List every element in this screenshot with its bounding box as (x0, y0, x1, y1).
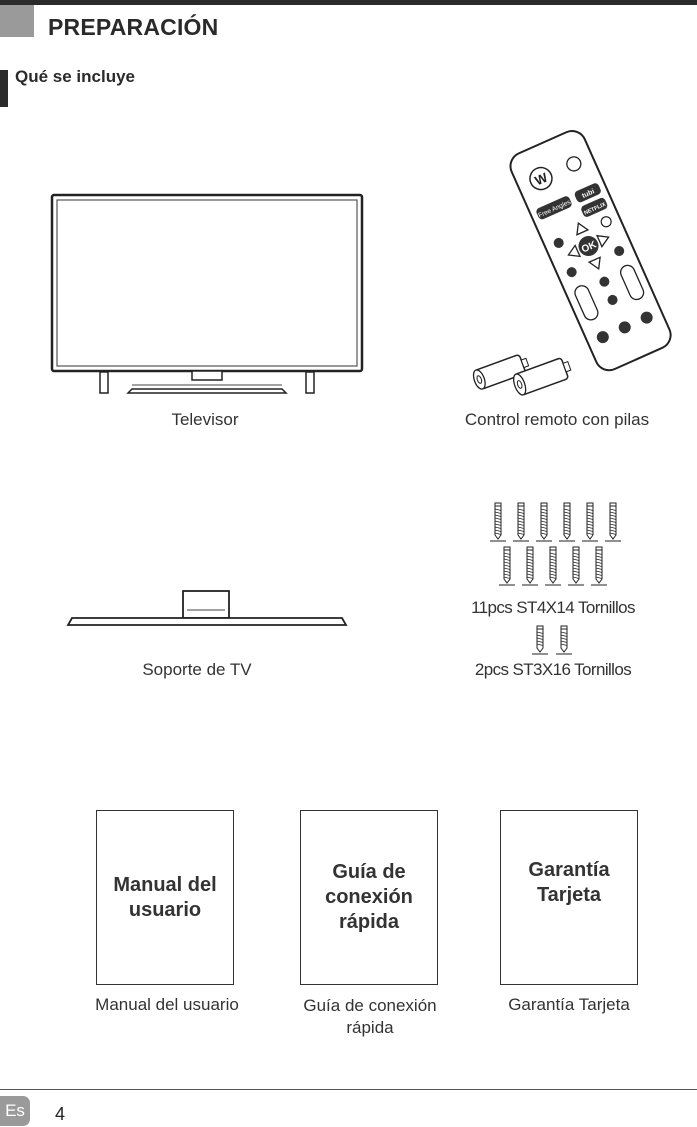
screw (582, 502, 598, 542)
section-title: PREPARACIÓN (48, 14, 219, 40)
language-badge: Es (0, 1096, 30, 1126)
screw (605, 502, 621, 542)
small-screws-illustration (532, 625, 572, 655)
warranty-box-label: Garantía Tarjeta (528, 858, 610, 906)
subsection-marker (0, 70, 8, 107)
screw (568, 546, 584, 586)
small-screws-caption: 2pcs ST3X16 Tornillos (474, 660, 632, 679)
remote-control-illustration: W Free Angles tubi NETFLIX OK (472, 130, 672, 396)
remote-caption: Control remoto con pilas (464, 410, 650, 429)
stand-caption: Soporte de TV (142, 660, 252, 679)
footer-rule (0, 1089, 697, 1090)
section-marker (0, 5, 34, 37)
quick-guide-booklet: Guía de conexión rápida (300, 810, 438, 985)
svg-text:tubi: tubi (581, 188, 596, 200)
user-manual-booklet: Manual del usuario (96, 810, 234, 985)
large-screws-illustration (490, 502, 621, 586)
screw (536, 502, 552, 542)
screw (499, 546, 515, 586)
screw (556, 625, 572, 655)
user-manual-caption: Manual del usuario (95, 995, 239, 1014)
screw (490, 502, 506, 542)
screw (545, 546, 561, 586)
remote-logo (529, 166, 553, 191)
tv-caption: Televisor (171, 410, 239, 429)
subsection-title: Qué se incluye (15, 67, 135, 86)
batteries (472, 354, 572, 396)
quick-guide-caption: Guía de conexión rápida (303, 996, 437, 1037)
top-rule (0, 0, 697, 5)
page-number: 4 (55, 1104, 66, 1124)
large-screws-caption: 11pcs ST4X14 Tornillos (471, 598, 635, 617)
screw (559, 502, 575, 542)
quick-guide-box-label: Guía de conexión rápida (325, 861, 413, 933)
warranty-caption: Garantía Tarjeta (508, 995, 630, 1014)
screw (532, 625, 548, 655)
warranty-card: Garantía Tarjeta (500, 810, 638, 985)
tv-stand-illustration (66, 590, 348, 626)
television-illustration (50, 193, 364, 394)
screw (591, 546, 607, 586)
screw (513, 502, 529, 542)
user-manual-box-label: Manual del usuario (113, 873, 217, 921)
screw (522, 546, 538, 586)
